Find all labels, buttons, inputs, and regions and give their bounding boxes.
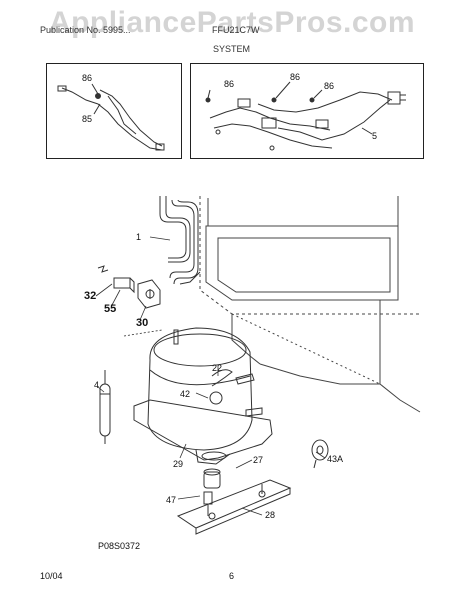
relay-overload-drawing (97, 265, 161, 309)
leader-lines (95, 236, 326, 516)
callout-label: 85 (82, 114, 93, 124)
cabinet-drawing (199, 196, 421, 413)
callout-label: 32 (84, 290, 97, 302)
callout-label: 29 (173, 459, 184, 469)
callout-label: 28 (265, 510, 276, 520)
callout-label: 42 (180, 389, 191, 399)
condenser-coil-drawing (159, 196, 201, 285)
footer-date: 10/04 (40, 571, 63, 581)
mounting-bracket-drawing (176, 479, 292, 535)
callout-label: 4 (94, 380, 100, 390)
inset-box-wiring-1 (46, 63, 182, 159)
callout-label: 27 (253, 455, 264, 465)
filter-dryer-drawing (99, 370, 111, 444)
site-watermark: AppliancePartsPros.com (48, 6, 416, 39)
figure-id: P08S0372 (98, 541, 141, 551)
callout-label: 86 (82, 73, 93, 83)
publication-number: Publication No. 5995... (40, 25, 131, 35)
callout-label: 5 (372, 131, 378, 141)
wire-harness-drawing-2 (205, 81, 406, 151)
model-number: FFU21C7W (212, 25, 260, 35)
callout-label: 22 (212, 363, 223, 373)
callout-label: 43A (327, 454, 344, 464)
callout-label: 55 (104, 303, 117, 315)
callout-label: 86 (290, 72, 301, 82)
callout-label: 30 (136, 317, 149, 329)
callout-label: 1 (136, 232, 142, 242)
section-title: SYSTEM (213, 44, 251, 54)
grommet-bolt-drawing (203, 468, 221, 516)
callout-label: 47 (166, 495, 177, 505)
callout-label: 86 (324, 81, 335, 91)
wire-harness-drawing-1 (57, 83, 165, 151)
compressor-drawing (133, 327, 273, 465)
page-number: 6 (229, 571, 235, 581)
washer-drawing (311, 439, 329, 469)
callout-label: 86 (224, 79, 235, 89)
